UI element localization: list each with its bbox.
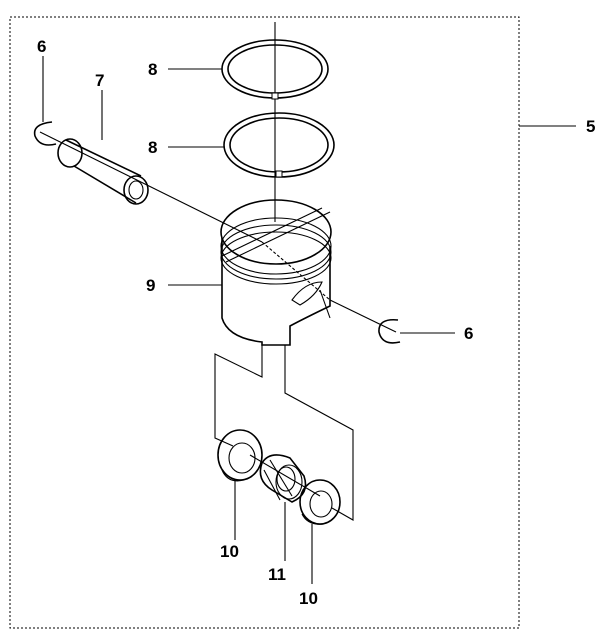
thrust-washer-left [217, 429, 263, 482]
callout-6-left: 6 [37, 37, 46, 56]
callout-6-right: 6 [464, 324, 473, 343]
callout-9: 9 [146, 276, 155, 295]
callout-8-top: 8 [148, 60, 157, 79]
circlip-right [378, 318, 401, 344]
pin-axis-line [39, 131, 263, 243]
bearing-bracket-right [284, 345, 354, 521]
callout-10-right: 10 [299, 589, 318, 608]
callout-10-left: 10 [220, 542, 239, 561]
piston [220, 199, 332, 346]
wrist-pin [57, 138, 149, 205]
needle-bearing [259, 454, 307, 503]
assembly-frame [9, 16, 520, 629]
callout-11: 11 [268, 565, 286, 584]
callout-7: 7 [95, 71, 104, 90]
callout-5: 5 [586, 117, 595, 136]
piston-ring-lower [223, 112, 335, 178]
circlip-left [33, 121, 57, 146]
pin-axis-line-right [329, 299, 397, 333]
callout-8-bottom: 8 [148, 138, 157, 157]
thrust-washer-right [299, 479, 341, 525]
